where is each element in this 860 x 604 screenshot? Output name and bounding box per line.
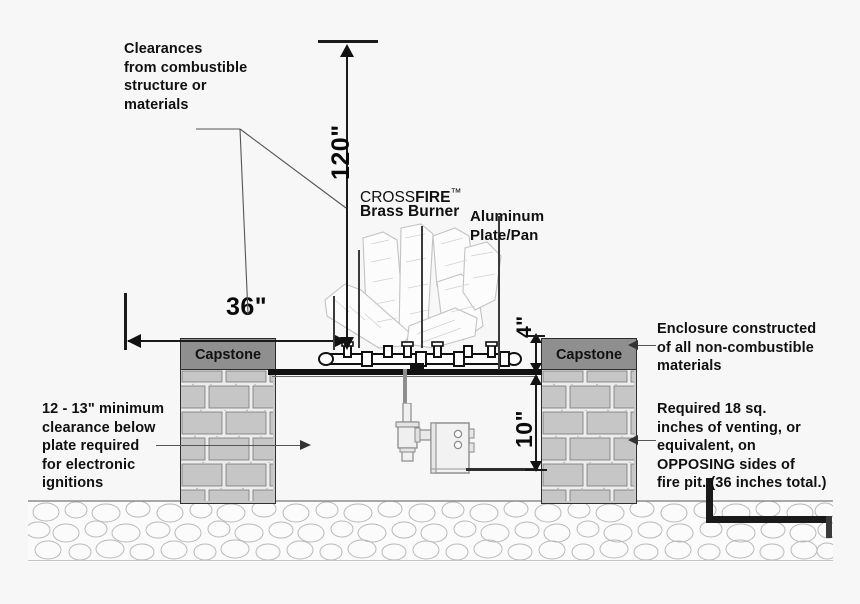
left-capstone-label: Capstone xyxy=(194,346,262,363)
dim-4-arrow-up xyxy=(530,333,542,343)
venting-leader-line xyxy=(636,440,656,442)
dim-4-line xyxy=(535,336,537,372)
plate-right-reference-line xyxy=(498,216,500,370)
dim-10-arrow-down xyxy=(530,461,542,472)
dim-10-arrow-up xyxy=(530,374,542,385)
dim-10-line xyxy=(535,378,537,470)
right-capstone-label: Capstone xyxy=(555,346,623,363)
crossfire-prefix: CROSS xyxy=(360,189,416,207)
enclosure-leader-arrow xyxy=(628,340,638,350)
dim-36-line xyxy=(128,340,346,342)
dim-4-label: 4" xyxy=(513,315,536,338)
right-brick-pattern xyxy=(542,370,634,501)
burner-drop-pipe xyxy=(403,369,407,407)
gas-line-horizontal xyxy=(706,516,832,523)
right-brick-wall xyxy=(541,369,637,504)
burner-center-reference-line xyxy=(421,226,423,348)
burner-left-reference-line-2 xyxy=(358,250,360,348)
clearances-leader-lines xyxy=(196,98,356,318)
ignition-leader-line xyxy=(156,445,304,447)
dim-120-leader xyxy=(346,48,348,348)
dim-10-label: 10" xyxy=(511,410,537,448)
right-capstone: Capstone xyxy=(541,338,637,371)
valve-svg xyxy=(395,403,475,474)
clearances-leader-svg xyxy=(196,128,347,315)
venting-note: Required 18 sq. inches of venting, or eq… xyxy=(657,401,827,491)
gas-line-vertical xyxy=(706,478,713,522)
enclosure-leader-line xyxy=(636,345,656,347)
gravel-ground xyxy=(28,500,833,562)
dim-10-ext-bottom xyxy=(525,469,547,471)
dim-36-arrow-right xyxy=(333,334,347,348)
gas-line-stub xyxy=(826,516,832,538)
clearances-note: Clearances from combustible structure or… xyxy=(124,41,248,113)
dim-4-ext-top xyxy=(527,335,545,337)
crossfire-bold: FIRE xyxy=(415,189,451,207)
electronic-ignition-note: 12 - 13" minimum clearance below plate r… xyxy=(42,401,165,491)
ignition-leader-arrow xyxy=(300,440,311,450)
left-brick-pattern xyxy=(181,370,273,501)
dim-120-arrow-up xyxy=(340,44,354,57)
right-enclosure-column: Capstone xyxy=(541,338,637,504)
left-enclosure-column: Capstone xyxy=(180,338,276,504)
dim-36-arrow-left xyxy=(127,334,141,348)
dim-36-label: 36" xyxy=(226,293,268,321)
left-capstone: Capstone xyxy=(180,338,276,371)
crossfire-brand-line: CROSSFIRE™ xyxy=(360,184,461,207)
dim-120-top-tick xyxy=(318,40,378,43)
enclosure-note: Enclosure constructed of all non-combust… xyxy=(657,321,817,374)
gas-valve-and-control-box xyxy=(385,403,483,475)
burner-left-reference-line xyxy=(333,296,335,350)
crossfire-tm: ™ xyxy=(450,187,462,199)
venting-leader-arrow xyxy=(628,435,638,445)
valve-outlet-line xyxy=(466,468,538,471)
dim-36-left-tick xyxy=(124,293,127,350)
dim-4-arrow-down xyxy=(530,363,542,373)
brass-burner-label: Brass Burner xyxy=(360,203,460,220)
aluminum-plate-note: Aluminum Plate/Pan xyxy=(470,208,545,244)
left-brick-wall xyxy=(180,369,276,504)
gravel-pattern xyxy=(28,500,833,562)
